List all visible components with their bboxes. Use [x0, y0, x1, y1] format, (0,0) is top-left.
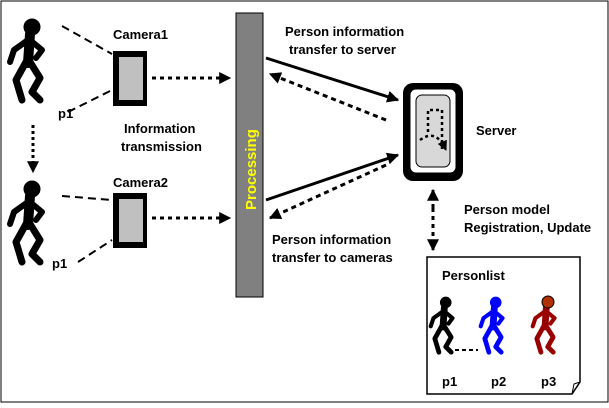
server-icon	[403, 83, 463, 181]
camera1-icon	[113, 51, 147, 106]
person-p1-top-label: p1	[58, 106, 73, 121]
to-server-label-2: transfer to server	[289, 42, 396, 57]
person-model-label-2: Registration, Update	[464, 220, 591, 235]
processing-label: Processing	[243, 129, 260, 210]
camera2-icon	[113, 193, 147, 248]
camera1-label: Camera1	[113, 27, 168, 42]
camera1-view-cone	[61, 25, 113, 113]
processing-to-server-arrow-top	[265, 56, 400, 103]
person-p3-head	[541, 295, 555, 309]
list-p2-label: p2	[491, 374, 506, 389]
personlist-title: Personlist	[442, 268, 506, 283]
list-p1-label: p1	[442, 374, 457, 389]
to-cameras-label-2: transfer to cameras	[272, 250, 393, 265]
document-icon	[426, 256, 581, 395]
personlist-document	[426, 256, 581, 395]
server-to-processing-dotted-arrow-bottom	[268, 163, 387, 220]
camera2-label: Camera2	[113, 175, 168, 190]
info-transmission-label-1: Information	[124, 121, 196, 136]
processing-to-server-arrow-bottom	[265, 152, 400, 202]
processing-bar	[235, 12, 264, 298]
to-cameras-label-1: Person information	[272, 232, 391, 247]
person-p1-bottom-label: p1	[52, 256, 67, 271]
server-to-processing-dotted-arrow-top	[268, 72, 387, 122]
info-transmission-label-2: transmission	[121, 139, 202, 154]
list-p3-label: p3	[541, 374, 556, 389]
server-label: Server	[476, 123, 516, 138]
person-model-label-1: Person model	[464, 202, 550, 217]
to-server-label-1: Person information	[285, 24, 404, 39]
camera2-view-cone	[61, 195, 113, 263]
